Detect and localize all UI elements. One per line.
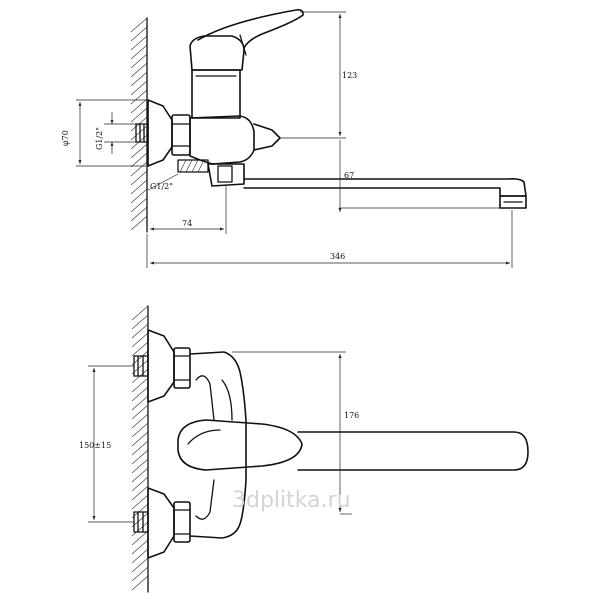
hatch-line <box>130 179 148 195</box>
hatch-line <box>130 197 148 213</box>
dim-thread-left: G1/2" <box>95 112 136 154</box>
hatch-line <box>131 422 149 438</box>
hatch-line <box>130 152 148 168</box>
spout-aerator <box>499 195 527 209</box>
hatch-line <box>131 557 149 573</box>
hatch-line <box>131 503 149 519</box>
hatch-line <box>130 26 148 42</box>
hatch-line <box>131 413 149 429</box>
dim-spout-reach-176: 176 <box>232 351 359 515</box>
hatch-line <box>130 17 148 33</box>
lower-inlet <box>133 487 191 559</box>
hatch-line <box>131 314 149 330</box>
dim-centers-150: 150±15 <box>79 365 134 523</box>
hatch-line <box>130 98 148 114</box>
dim-spout-reach-label: 176 <box>344 411 359 420</box>
dim-height-label: 123 <box>342 71 357 80</box>
hatch-line <box>131 512 149 528</box>
hatch-line <box>131 467 149 483</box>
hatch-line <box>131 440 149 456</box>
dim-thread-left-label: G1/2" <box>95 127 104 150</box>
diverter-cap <box>253 123 281 151</box>
hatch-line <box>131 476 149 492</box>
dim-thread-bottom-label: G1/2" <box>150 182 173 191</box>
dim-diameter-70: φ70 <box>61 99 146 167</box>
side-view: 123 67 φ70 G1/2" G1/2" <box>61 9 527 268</box>
hatch-line <box>131 377 149 393</box>
hatch-line <box>131 539 149 555</box>
hatch-line <box>131 341 149 357</box>
lever-handle <box>197 9 304 49</box>
hatch-line <box>131 431 149 447</box>
hatch-line <box>131 494 149 510</box>
hatch-line <box>131 566 149 582</box>
hatch-line <box>131 395 149 411</box>
hatch-line <box>131 332 149 348</box>
hatch-line <box>131 521 149 537</box>
hatch-line <box>130 44 148 60</box>
hatch-line <box>131 449 149 465</box>
hatch-line <box>130 143 148 159</box>
dim-spout-drop-67: 67 <box>338 140 500 212</box>
dim-total-length-346: 346 <box>146 210 513 268</box>
mixer-body <box>189 115 255 165</box>
wall-flange <box>147 99 173 167</box>
dim-thread-bottom: G1/2" <box>147 173 179 191</box>
spout-collar <box>207 163 245 187</box>
hatch-line <box>131 404 149 420</box>
hatch-line <box>130 71 148 87</box>
dim-centers-label: 150±15 <box>79 441 111 450</box>
wall-hatch-bottom <box>131 305 149 593</box>
hatch-line <box>130 80 148 96</box>
hatch-line <box>130 188 148 204</box>
spout <box>243 178 527 197</box>
hatch-line <box>130 206 148 222</box>
watermark: 3dplitka.ru <box>232 488 351 513</box>
spout-top <box>297 431 529 471</box>
dim-total-length-label: 346 <box>330 252 345 261</box>
dim-diameter-label: φ70 <box>61 130 70 146</box>
hatch-line <box>131 485 149 501</box>
hatch-line <box>130 89 148 105</box>
hatch-line <box>131 386 149 402</box>
hatch-line <box>130 107 148 123</box>
inlet-nipple <box>135 123 149 143</box>
upper-inlet <box>133 329 191 403</box>
hatch-line <box>131 305 149 321</box>
hatch-line <box>130 170 148 186</box>
dim-offset-label: 74 <box>182 219 192 228</box>
cartridge-housing <box>191 69 241 119</box>
dim-spout-drop-label: 67 <box>344 171 354 180</box>
cartridge-cap <box>189 35 245 71</box>
hatch-line <box>130 161 148 177</box>
hatch-line <box>131 530 149 546</box>
mixer-body-top <box>189 351 247 539</box>
hatch-line <box>131 458 149 474</box>
lever-top <box>177 419 303 471</box>
connection-nut <box>171 114 191 156</box>
hatch-line <box>130 35 148 51</box>
hatch-line <box>131 323 149 339</box>
hatch-line <box>131 359 149 375</box>
hatch-line <box>130 53 148 69</box>
dim-offset-74: 74 <box>150 186 227 234</box>
hatch-line <box>131 548 149 564</box>
dim-height-123: 123 <box>280 11 357 139</box>
hatch-line <box>130 215 148 231</box>
hatch-line <box>131 350 149 366</box>
hatch-line <box>130 62 148 78</box>
hatch-line <box>131 575 149 591</box>
top-view: 176 150±15 <box>79 305 529 593</box>
